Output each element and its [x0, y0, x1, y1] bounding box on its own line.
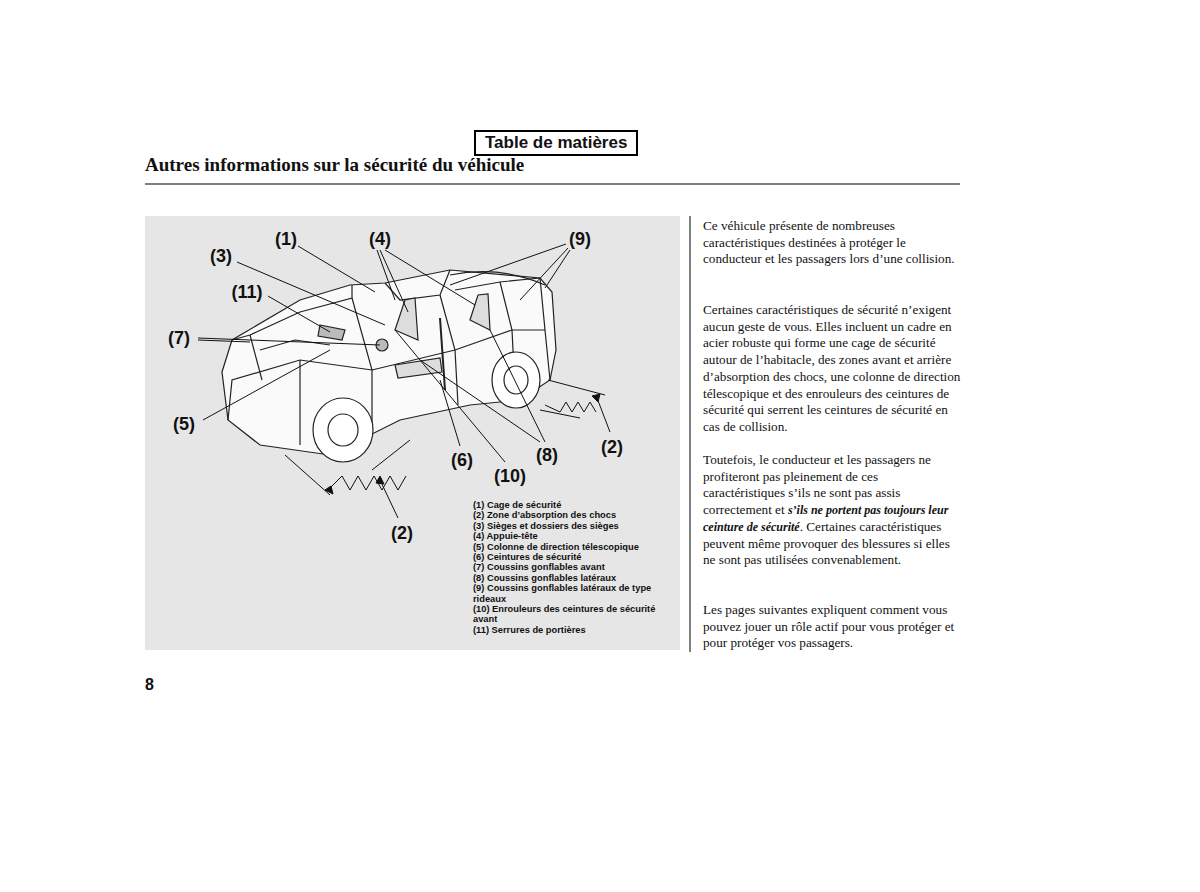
- body-paragraph: Les pages suivantes expliquent comment v…: [703, 602, 961, 652]
- legend-entry: (8) Coussins gonflables latéraux: [473, 573, 678, 583]
- callout-number: (5): [173, 414, 195, 434]
- body-paragraph: Ce véhicule présente de nombreuses carac…: [703, 218, 961, 268]
- callout-number: (6): [451, 450, 473, 470]
- legend-entry: (3) Sièges et dossiers des sièges: [473, 521, 678, 531]
- vehicle-wireframe: [222, 270, 556, 462]
- legend-entry: (2) Zone d’absorption des chocs: [473, 510, 678, 520]
- callout-number: (10): [494, 466, 526, 486]
- header-rule: [145, 184, 960, 185]
- callout-number: (1): [275, 229, 297, 249]
- body-paragraph: Certaines caractéristiques de sécurité n…: [703, 302, 961, 436]
- callout-number: (4): [369, 229, 391, 249]
- callout-number: (7): [168, 328, 190, 348]
- button-text: Table de matières: [485, 133, 627, 152]
- legend-entry: (11) Serrures de portières: [473, 625, 678, 635]
- callout-number: (8): [536, 445, 558, 465]
- legend-entry: (6) Ceintures de sécurité: [473, 552, 678, 562]
- legend-entry: (4) Appuie-tête: [473, 531, 678, 541]
- callout-number: (2): [601, 437, 623, 457]
- column-rule: [690, 216, 691, 652]
- leader-lines: [198, 244, 610, 518]
- toc-button: Table de matières: [474, 130, 638, 156]
- callout-number: (2): [391, 523, 413, 543]
- body-paragraph: Toutefois, le conducteur et les passager…: [703, 452, 961, 569]
- legend-entry: (7) Coussins gonflables avant: [473, 562, 678, 572]
- callout-number: (11): [231, 282, 262, 302]
- legend-entry: (5) Colonne de direction télescopique: [473, 542, 678, 552]
- legend-entry: (10) Enrouleurs des ceintures de sécurit…: [473, 604, 678, 625]
- figure-panel: [145, 216, 680, 650]
- legend-entry: (1) Cage de sécurité: [473, 500, 678, 510]
- legend-entry: (9) Coussins gonflables latéraux de type…: [473, 583, 678, 604]
- page-number: 8: [145, 676, 154, 694]
- page-title: Autres informations sur la sécurité du v…: [145, 154, 524, 176]
- crumple-zigzags: [285, 380, 605, 495]
- callout-number: (3): [210, 246, 232, 266]
- callout-number: (9): [569, 229, 591, 249]
